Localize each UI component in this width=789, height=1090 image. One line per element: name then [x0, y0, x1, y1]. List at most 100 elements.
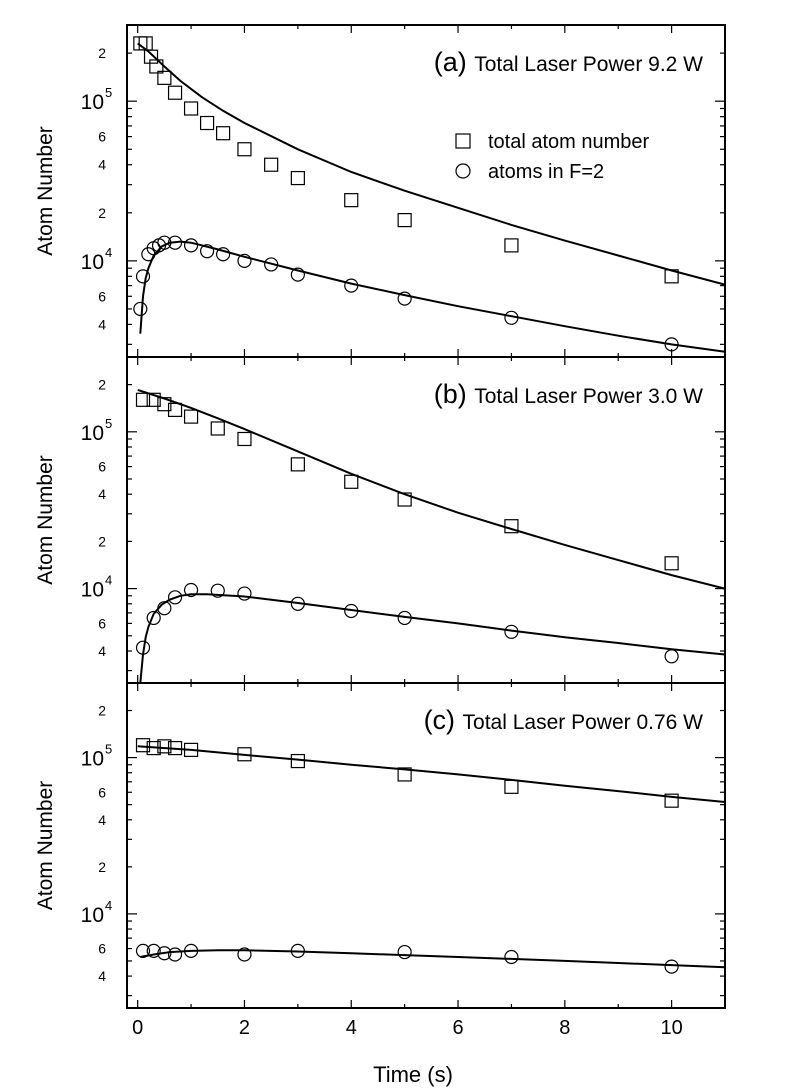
data-point-circle: [183, 238, 199, 253]
y-tick-label: 4: [98, 812, 106, 828]
y-tick-label: 2: [98, 205, 106, 221]
legend-marker-circle: [455, 163, 471, 179]
legend-label-f2: atoms in F=2: [488, 161, 604, 183]
data-point-circle: [290, 267, 305, 282]
data-point-circle: [504, 624, 519, 639]
data-point-square: [290, 170, 305, 186]
data-point-circle: [135, 943, 151, 958]
data-point-square: [143, 49, 159, 64]
data-point-square: [290, 753, 305, 769]
data-point-circle: [167, 235, 183, 250]
plot-area: [135, 388, 725, 683]
x-axis-label: Time (s): [373, 1062, 453, 1087]
y-tick-label: 4: [98, 968, 106, 984]
data-point-square: [135, 392, 151, 407]
legend: total atom number atoms in F=2: [455, 131, 650, 183]
data-point-square: [210, 421, 225, 436]
data-point-square: [146, 740, 161, 756]
y-axis-label: Atom Number: [34, 781, 57, 911]
data-point-circle: [290, 943, 305, 958]
data-point-square: [664, 556, 679, 571]
data-point-circle: [199, 244, 215, 259]
data-point-circle: [397, 291, 412, 306]
data-point-square: [183, 742, 199, 757]
plot-area: [133, 36, 725, 353]
fit-curve-f2: [139, 240, 725, 353]
data-point-circle: [397, 944, 412, 960]
data-point-square: [216, 126, 231, 141]
y-tick-label: 6: [98, 784, 106, 800]
data-point-circle: [146, 610, 161, 626]
plot-area: [135, 738, 725, 974]
data-point-square: [167, 402, 183, 417]
y-tick-label: 4: [98, 486, 106, 502]
data-point-square: [167, 740, 183, 756]
data-point-circle: [183, 582, 199, 598]
x-tick-label: 4: [346, 1017, 357, 1039]
data-point-circle: [210, 583, 225, 598]
data-point-circle: [664, 337, 679, 352]
data-point-circle: [157, 946, 172, 961]
y-tick-label: 2: [98, 377, 106, 393]
data-point-circle: [237, 253, 252, 268]
y-tick-label: 10: [81, 748, 104, 771]
data-point-square: [344, 474, 359, 489]
y-tick-label: 6: [98, 129, 106, 145]
data-point-circle: [504, 310, 519, 325]
data-point-circle: [133, 301, 148, 317]
data-point-square: [397, 213, 412, 228]
data-point-square: [183, 101, 199, 116]
data-point-square: [504, 519, 519, 534]
plot-frame: [126, 682, 726, 1009]
data-point-circle: [167, 947, 183, 962]
data-point-circle: [237, 586, 252, 601]
x-tick-label: 6: [452, 1017, 463, 1039]
y-tick-exponent: 4: [105, 245, 112, 260]
data-point-square: [397, 492, 412, 507]
fit-curve-total: [137, 388, 725, 590]
data-point-square: [264, 157, 279, 172]
panel-title: (a) Total Laser Power 9.2 W: [434, 47, 703, 77]
fit-curve-total: [137, 42, 725, 286]
y-tick-label: 4: [98, 316, 106, 332]
data-point-circle: [216, 247, 231, 262]
data-point-circle: [397, 610, 412, 626]
data-point-square: [146, 392, 161, 407]
data-point-square: [199, 115, 215, 131]
data-point-circle: [664, 959, 679, 974]
y-tick-label: 10: [81, 251, 104, 274]
data-point-square: [664, 793, 679, 808]
y-tick-label: 10: [81, 91, 104, 114]
panel-title: (c) Total Laser Power 0.76 W: [424, 705, 704, 735]
data-point-circle: [344, 278, 359, 293]
x-tick-label: 0: [132, 1017, 143, 1039]
data-point-square: [183, 409, 199, 424]
data-point-square: [138, 36, 153, 51]
legend-label-total: total atom number: [488, 131, 650, 153]
data-point-square: [149, 59, 164, 74]
y-tick-label: 4: [98, 643, 106, 659]
y-tick-label: 6: [98, 288, 106, 304]
data-point-circle: [183, 943, 199, 958]
y-tick-label: 2: [98, 703, 106, 719]
data-point-square: [290, 457, 305, 472]
data-point-square: [504, 238, 519, 253]
y-tick-label: 4: [98, 157, 106, 173]
y-axis-label: Atom Number: [34, 455, 57, 585]
data-point-circle: [344, 603, 359, 619]
panel-title: (b) Total Laser Power 3.0 W: [434, 379, 703, 409]
y-axis-label: Atom Number: [34, 126, 57, 256]
data-point-circle: [264, 257, 279, 272]
data-point-circle: [157, 235, 172, 250]
data-point-square: [237, 747, 252, 762]
fit-curve-f2: [139, 593, 725, 683]
data-point-square: [135, 738, 151, 753]
data-point-circle: [504, 949, 519, 965]
y-tick-exponent: 4: [105, 898, 112, 913]
data-point-square: [504, 779, 519, 794]
data-point-circle: [290, 596, 305, 611]
legend-marker-square: [455, 133, 471, 149]
